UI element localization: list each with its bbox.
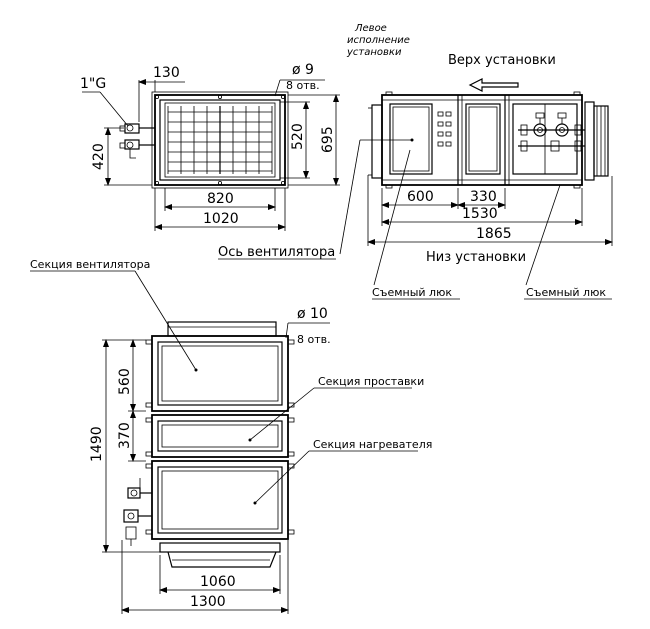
side-view: Левое исполнение установки Верх установк… [218,23,613,300]
front-view: 1"G 130 ø 9 8 отв. 420 520 695 820 [80,62,340,231]
dim-1020: 1020 [203,211,239,227]
label-fan-section: Секция вентилятора [30,258,150,271]
dim-560: 560 [117,368,133,395]
plan-bottom-flange [167,551,277,568]
dim-holes-8a: 8 отв. [286,79,320,92]
dim-330: 330 [470,189,497,205]
dim-holes-8b: 8 отв. [297,333,331,346]
note-left-version-2: исполнение [347,35,410,46]
dim-1300: 1300 [190,594,226,610]
heater-grid [167,106,273,174]
label-top-of-unit: Верх установки [448,53,556,68]
label-removable-hatch-1: Съемный люк [372,286,452,299]
plan-view: ø 10 8 отв. 560 370 1490 1060 1300 Секци… [30,258,432,614]
pipe-fittings-front [119,123,155,159]
dim-1865: 1865 [476,226,512,242]
plan-top-flange [167,321,277,337]
dim-1060: 1060 [200,574,236,590]
dim-600: 600 [407,189,434,205]
direction-arrow [468,78,519,92]
dim-520: 520 [290,123,306,150]
front-inner-frame [159,99,281,181]
label-spacer-section: Секция проставки [318,375,424,388]
note-left-version-1: Левое [354,23,387,34]
label-bottom-of-unit: Низ установки [426,250,526,265]
pipe-fittings-plan [123,478,152,546]
dim-1530: 1530 [462,206,498,222]
plan-spacer-section [151,414,289,458]
plan-heater-section [151,460,289,540]
dim-1490: 1490 [89,426,105,462]
valve-assembly [518,112,585,152]
note-left-version-3: установки [346,47,402,58]
label-heater-section: Секция нагревателя [313,438,432,451]
dim-695: 695 [320,126,336,153]
dim-hole-10: ø 10 [297,306,328,322]
spacer-panel-side [465,103,501,175]
dim-820: 820 [207,191,234,207]
label-fan-axis: Ось вентилятора [218,245,335,260]
fan-hatch-side [389,103,433,175]
dim-130: 130 [153,65,180,81]
dim-pipe-thread: 1"G [80,76,106,92]
dim-hole-9: ø 9 [292,62,314,78]
plan-fan-section [151,335,289,412]
dim-420: 420 [91,143,107,170]
label-removable-hatch-2: Съемный люк [526,286,606,299]
dim-370: 370 [117,422,133,449]
